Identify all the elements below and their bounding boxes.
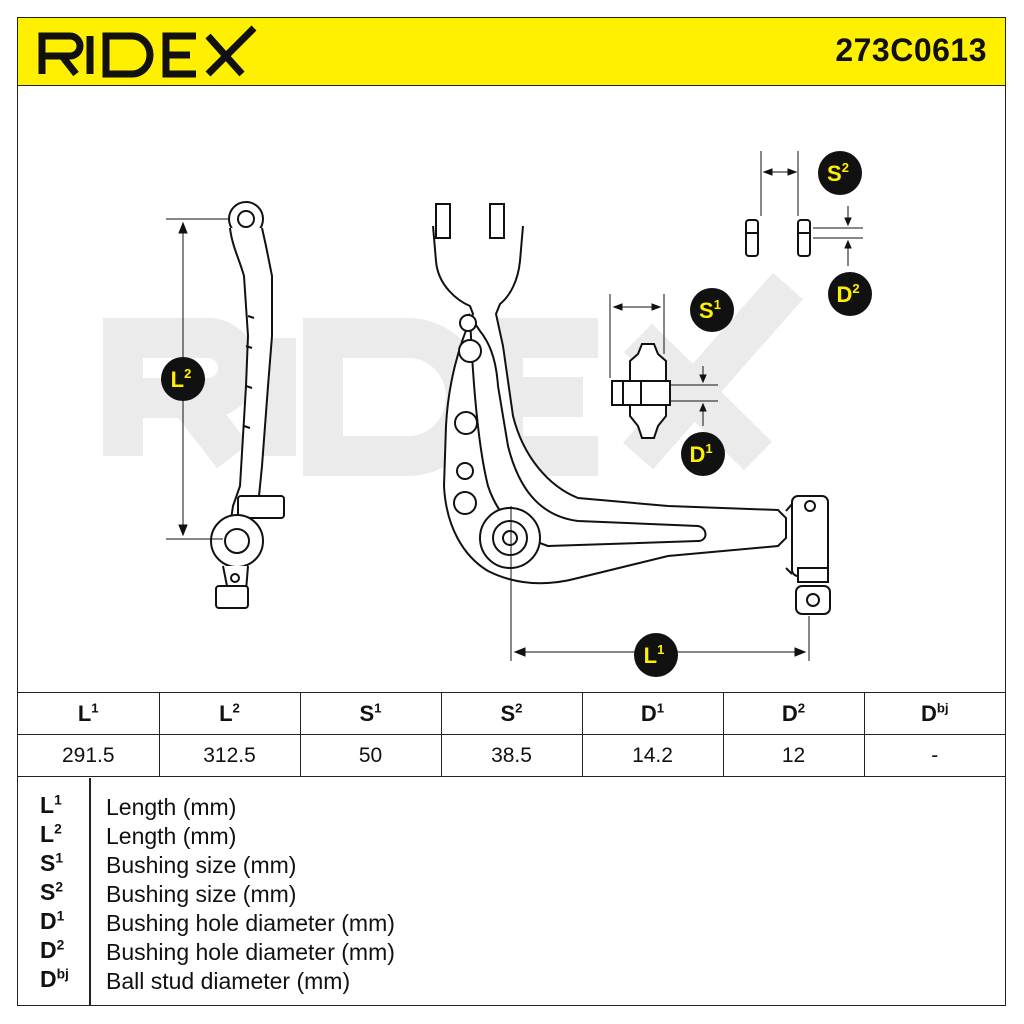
badge-d1-label: D1 — [689, 441, 712, 467]
legend-item: D2 Bushing hole diameter (mm) — [18, 937, 1005, 966]
bushing-1-drawing — [611, 343, 671, 439]
legend-key: L1 — [40, 792, 62, 818]
arm-side-view — [210, 201, 285, 609]
legend-desc: Bushing size (mm) — [106, 852, 297, 878]
badge-d2 — [828, 272, 872, 316]
spec-value-cell: 12 — [722, 734, 865, 777]
spec-header-cell: Dbj — [863, 692, 1005, 735]
spec-header-cell: S1 — [299, 692, 442, 735]
header-bar: 273C0613 — [18, 18, 1005, 86]
legend-item: L2 Length (mm) — [18, 821, 1005, 850]
spec-value-cell: 50 — [299, 734, 442, 777]
legend-key: S1 — [40, 850, 64, 876]
spec-header-cell: S2 — [440, 692, 583, 735]
badge-d1 — [681, 432, 725, 476]
spec-header-cell: D2 — [722, 692, 865, 735]
legend-divider — [89, 778, 91, 1005]
spec-value-row: 291.5 312.5 50 38.5 14.2 12 - — [18, 734, 1005, 777]
legend-desc: Bushing size (mm) — [106, 881, 297, 907]
technical-drawing: L2 L1 S1 D1 S2 D2 — [18, 86, 1005, 692]
legend-key: S2 — [40, 879, 64, 905]
legend-item: Dbj Ball stud diameter (mm) — [18, 966, 1005, 995]
legend: L1 Length (mm) L2 Length (mm) S1 Bushing… — [18, 778, 1005, 1005]
legend-item: D1 Bushing hole diameter (mm) — [18, 908, 1005, 937]
bushing-2-drawing — [745, 219, 811, 257]
badge-s2 — [818, 151, 862, 195]
arm-top-view — [432, 203, 831, 615]
legend-key: L2 — [40, 821, 62, 847]
legend-item: L1 Length (mm) — [18, 792, 1005, 821]
part-number: 273C0613 — [835, 32, 987, 68]
legend-key: D1 — [40, 908, 65, 934]
spec-header-cell: L1 — [18, 692, 160, 735]
badge-s1-label: S1 — [699, 297, 721, 323]
legend-desc: Bushing hole diameter (mm) — [106, 910, 395, 936]
spec-header-cell: D1 — [581, 692, 724, 735]
badge-s2-label: S2 — [827, 160, 849, 186]
dimension-s1 — [609, 294, 665, 378]
product-sheet: 273C0613 — [17, 17, 1006, 1006]
dimension-d1 — [670, 366, 718, 426]
spec-value-cell: 38.5 — [440, 734, 583, 777]
badge-d2-label: D2 — [836, 281, 859, 307]
spec-value-cell: 312.5 — [158, 734, 301, 777]
legend-desc: Bushing hole diameter (mm) — [106, 939, 395, 965]
legend-desc: Ball stud diameter (mm) — [106, 968, 351, 994]
dimension-s2 — [760, 151, 799, 216]
legend-desc: Length (mm) — [106, 823, 237, 849]
badge-l1-label: L1 — [644, 642, 665, 668]
legend-key: Dbj — [40, 966, 69, 992]
brand-logo — [36, 24, 266, 85]
dimension-d2 — [813, 206, 863, 266]
spec-value-cell: 14.2 — [581, 734, 724, 777]
legend-key: D2 — [40, 937, 65, 963]
legend-item: S2 Bushing size (mm) — [18, 879, 1005, 908]
legend-desc: Length (mm) — [106, 794, 237, 820]
legend-item: S1 Bushing size (mm) — [18, 850, 1005, 879]
badge-l1 — [634, 633, 678, 677]
spec-table: L1 L2 S1 S2 D1 D2 Dbj 291.5 312.5 50 38.… — [18, 692, 1005, 777]
spec-header-row: L1 L2 S1 S2 D1 D2 Dbj — [18, 692, 1005, 735]
spec-value-cell: 291.5 — [18, 734, 160, 777]
badge-s1 — [690, 288, 734, 332]
badge-l2 — [161, 357, 205, 401]
badge-l2-label: L2 — [171, 366, 192, 392]
spec-header-cell: L2 — [158, 692, 301, 735]
spec-value-cell: - — [863, 734, 1005, 777]
